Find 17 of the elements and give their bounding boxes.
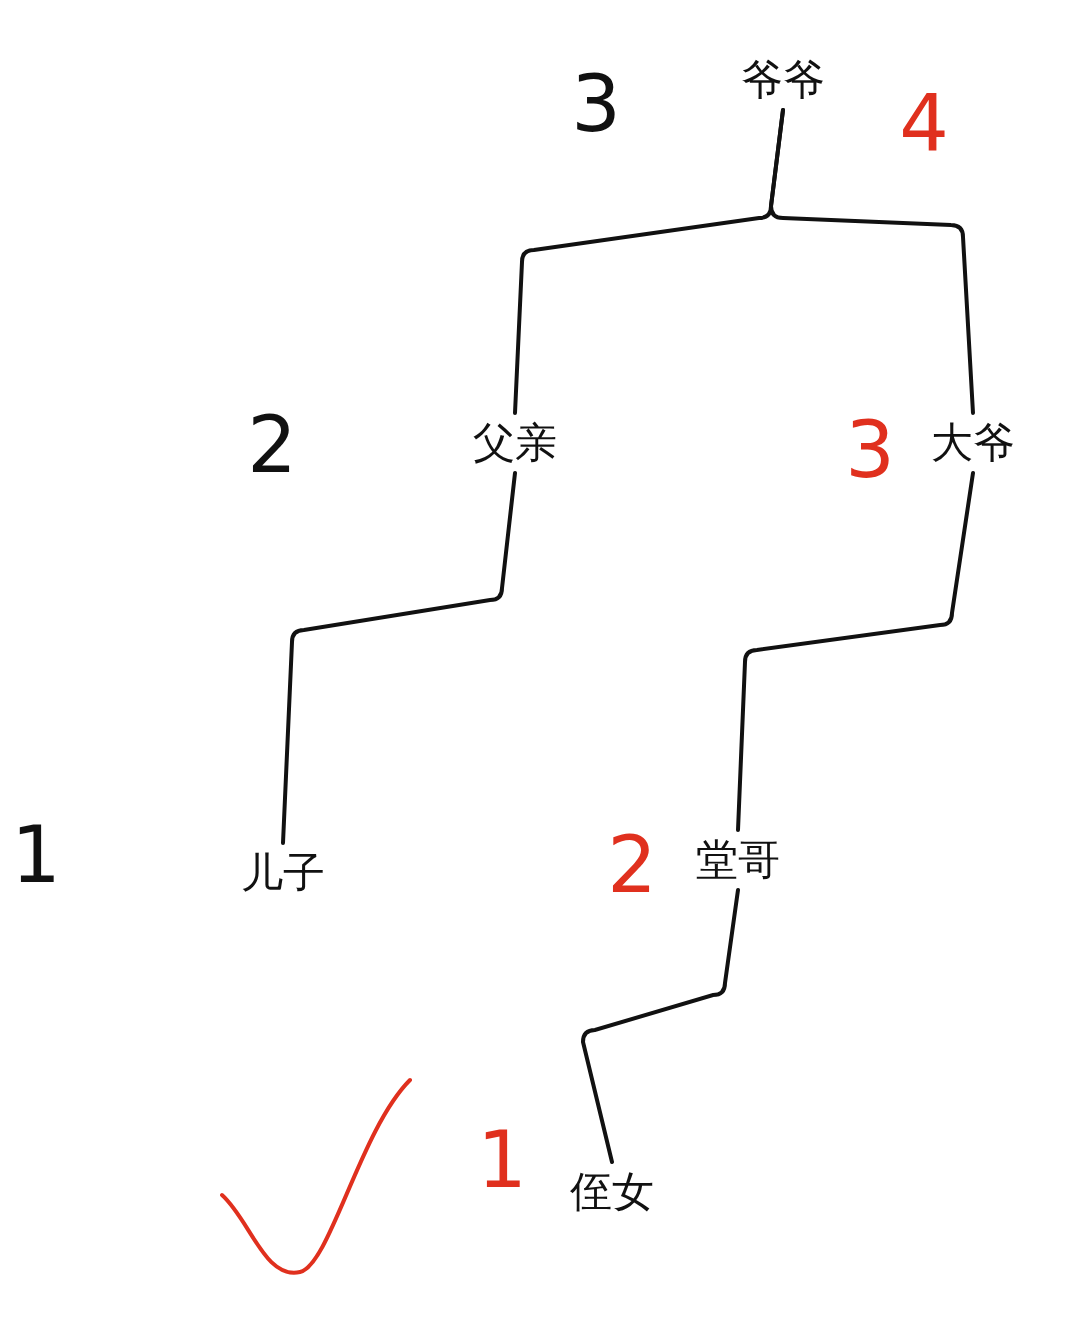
connector-line bbox=[736, 471, 975, 832]
level-number: 1 bbox=[477, 1121, 527, 1199]
node-label: 儿子 bbox=[241, 847, 325, 899]
node-label: 堂哥 bbox=[696, 834, 780, 886]
connector-line bbox=[581, 888, 740, 1164]
level-number: 4 bbox=[899, 85, 949, 163]
level-number: 3 bbox=[571, 65, 621, 143]
connector-line bbox=[281, 471, 517, 845]
node-label: 父亲 bbox=[473, 417, 557, 469]
node-label: 侄女 bbox=[570, 1166, 654, 1218]
level-number: 2 bbox=[607, 826, 657, 904]
node-label: 爷爷 bbox=[741, 54, 825, 106]
connector-line bbox=[769, 108, 975, 415]
node-label: 大爷 bbox=[931, 417, 1015, 469]
level-number: 3 bbox=[845, 411, 895, 489]
level-number: 1 bbox=[11, 816, 61, 894]
level-number: 2 bbox=[247, 406, 297, 484]
